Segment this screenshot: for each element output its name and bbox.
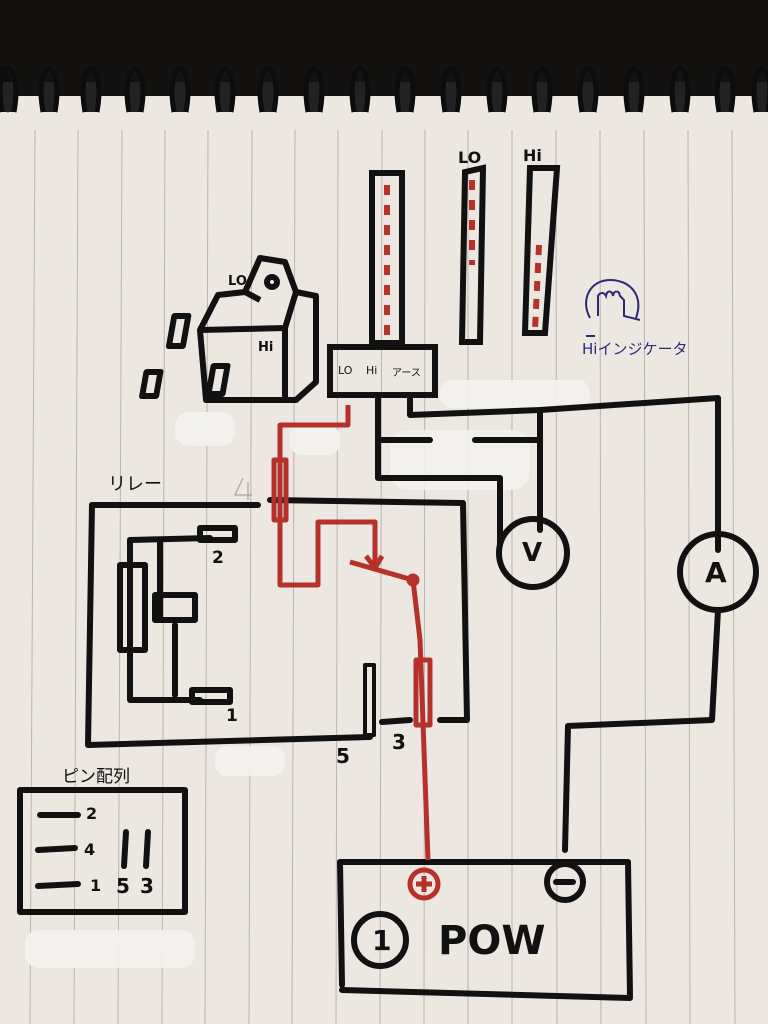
relay-pin-3: 3 — [392, 730, 406, 754]
voltmeter-symbol: V — [522, 538, 543, 568]
fan-switch-sketch — [139, 255, 319, 403]
black-wires — [17, 392, 759, 1001]
relay-pin-2: 2 — [212, 548, 224, 568]
pin-layout-3: 3 — [140, 874, 154, 898]
rule-lines — [29, 129, 736, 1024]
pin-layout-row-4: 4 — [84, 840, 96, 859]
pin-layout-title: ピン配列 — [62, 767, 130, 787]
correction-patches — [25, 380, 590, 968]
indicator-lamp-icon — [585, 278, 641, 337]
connector-lo-label: LO — [338, 364, 353, 377]
hi-bar-label: Hi — [523, 146, 542, 165]
spiral-binding — [0, 65, 768, 112]
connector-hi-label: Hi — [366, 364, 378, 377]
lo-bar-label: LO — [458, 148, 482, 167]
center-level-bar — [369, 170, 405, 346]
lo-level-bar — [458, 164, 487, 345]
switch-hi-label: Hi — [258, 340, 274, 355]
connector-ground-label: アース — [392, 368, 421, 379]
power-number: 1 — [372, 924, 392, 957]
pin-layout-row-2: 2 — [86, 804, 98, 823]
pin-layout-5: 5 — [116, 874, 130, 898]
relay-pin-1: 1 — [226, 706, 238, 726]
relay-title: リレー — [108, 474, 162, 495]
switch-lo-label: LO — [228, 274, 247, 289]
hi-indicator-label: Hiインジケータ — [582, 340, 688, 358]
relay-pin-5: 5 — [336, 744, 350, 768]
hi-level-bar — [521, 165, 561, 336]
connector-box — [327, 344, 438, 398]
pin-layout-row-1: 1 — [90, 876, 102, 895]
red-wires — [271, 405, 441, 901]
power-label: POW — [438, 918, 546, 964]
ammeter-symbol: A — [705, 556, 727, 589]
ghost-pin-marker — [234, 477, 252, 500]
